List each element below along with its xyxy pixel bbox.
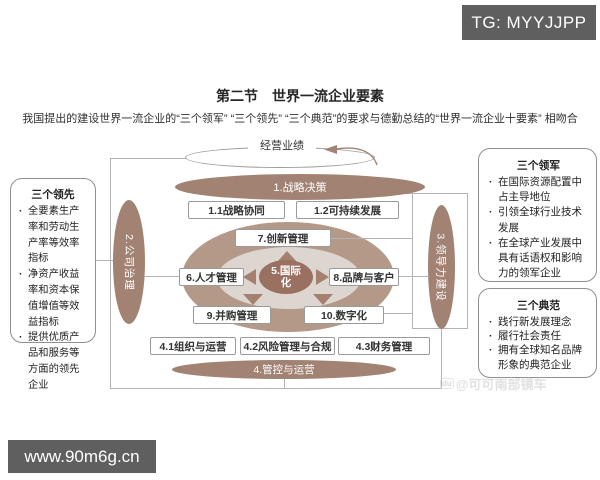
node-talent-management: 6.人才管理: [179, 268, 244, 286]
bullet-item: 拥有全球知名品牌形象的典范企业: [487, 343, 590, 371]
bullet-item: 净资产收益率和资本保值增值等效益指标: [17, 267, 89, 330]
node-risk-compliance: 4.2风险管理与合规: [240, 337, 335, 355]
node-finance-management: 4.3财务管理: [338, 337, 430, 355]
panel-three-models: 三个典范 践行新发展理念 履行社会责任 拥有全球知名品牌形象的典范企业: [478, 288, 597, 378]
bullet-item: 在全球产业发展中具有话语权和影响力的领军企业: [487, 236, 590, 282]
connector-line: [383, 313, 412, 314]
connector-line: [398, 276, 429, 277]
site-watermark-badge: www.90m6g.cn: [8, 440, 156, 473]
bullet-item: 在国际资源配置中占主导地位: [487, 175, 590, 205]
right-arrow-icon: [316, 269, 329, 285]
node-innovation-management: 7.创新管理: [235, 229, 331, 247]
core-label-line2: 化: [280, 277, 292, 289]
bullet-item: 履行社会责任: [487, 329, 590, 343]
photo-watermark-text: @可可南部镜车: [455, 377, 547, 392]
internationalization-core-ellipse: 5.国际 化: [259, 260, 313, 294]
node-digitalization: 10.数字化: [304, 306, 384, 324]
telegram-watermark-badge: TG: MYYJJPP: [462, 5, 596, 40]
connector-line: [331, 238, 412, 239]
strategy-decision-ellipse: 1.战略决策: [175, 174, 425, 200]
connector-line: [96, 260, 114, 261]
leadership-building-label: 3.领导力建设: [435, 232, 448, 302]
connector-line: [412, 193, 413, 329]
panel-three-leaders: 三个领军 在国际资源配置中占主导地位 引领全球行业技术发展 在全球产业发展中具有…: [478, 148, 597, 282]
connector-line: [110, 158, 186, 159]
performance-label: 经营业绩: [248, 139, 316, 154]
connector-line: [467, 193, 468, 329]
connector-line: [144, 276, 181, 277]
node-organization-operations: 4.1组织与运营: [150, 337, 236, 355]
baidu-paw-icon: du: [440, 378, 454, 389]
photo-watermark: du @可可南部镜车: [440, 374, 546, 393]
control-operations-ellipse: 4.管控与运营: [172, 360, 396, 379]
core-label-line1: 5.国际: [271, 264, 301, 277]
panel-title: 三个领先: [31, 189, 75, 201]
panel-title: 三个典范: [516, 300, 561, 312]
bullet-list: 践行新发展理念 履行社会责任 拥有全球知名品牌形象的典范企业: [487, 315, 590, 372]
bullet-item: 引领全球行业技术发展: [487, 205, 590, 235]
node-ma-management: 9.并购管理: [193, 306, 271, 324]
up-arrow-icon: [277, 251, 297, 262]
page-title: 第二节 世界一流企业要素: [216, 88, 384, 104]
connector-line: [394, 193, 467, 194]
connector-line: [284, 379, 285, 389]
node-sustainable-development: 1.2可持续发展: [296, 201, 399, 219]
node-brand-customer: 8.品牌与客户: [329, 268, 399, 286]
leadership-building-ellipse: 3.领导力建设: [428, 205, 455, 329]
panel-title: 三个领军: [516, 160, 561, 172]
left-arrow-icon: [243, 269, 256, 285]
bullet-list: 全要素生产率和劳动生产率等效率指标 净资产收益率和资本保值增值等效益指标 提供优…: [17, 204, 89, 394]
panel-three-leading: 三个领先 全要素生产率和劳动生产率等效率指标 净资产收益率和资本保值增值等效益指…: [10, 178, 96, 391]
bullet-item: 提供优质产品和服务等方面的领先企业: [17, 330, 89, 393]
down-arrow-icon: [313, 294, 333, 305]
down-arrow-icon: [243, 294, 263, 305]
bullet-item: 全要素生产率和劳动生产率等效率指标: [17, 204, 89, 267]
bullet-item: 践行新发展理念: [487, 315, 590, 329]
bullet-list: 在国际资源配置中占主导地位 引领全球行业技术发展 在全球产业发展中具有话语权和影…: [487, 175, 590, 281]
corporate-governance-label: 2.公司治理: [122, 233, 135, 291]
connector-line: [110, 388, 442, 389]
corporate-governance-ellipse: 2.公司治理: [113, 200, 145, 324]
connector-line: [441, 329, 442, 389]
connector-line: [110, 158, 111, 389]
node-strategic-synergy: 1.1战略协同: [188, 201, 285, 219]
page-subtitle: 我国提出的建设世界一流企业的“三个领军” “三个领先” “三个典范”的要求与德勤…: [22, 113, 578, 125]
